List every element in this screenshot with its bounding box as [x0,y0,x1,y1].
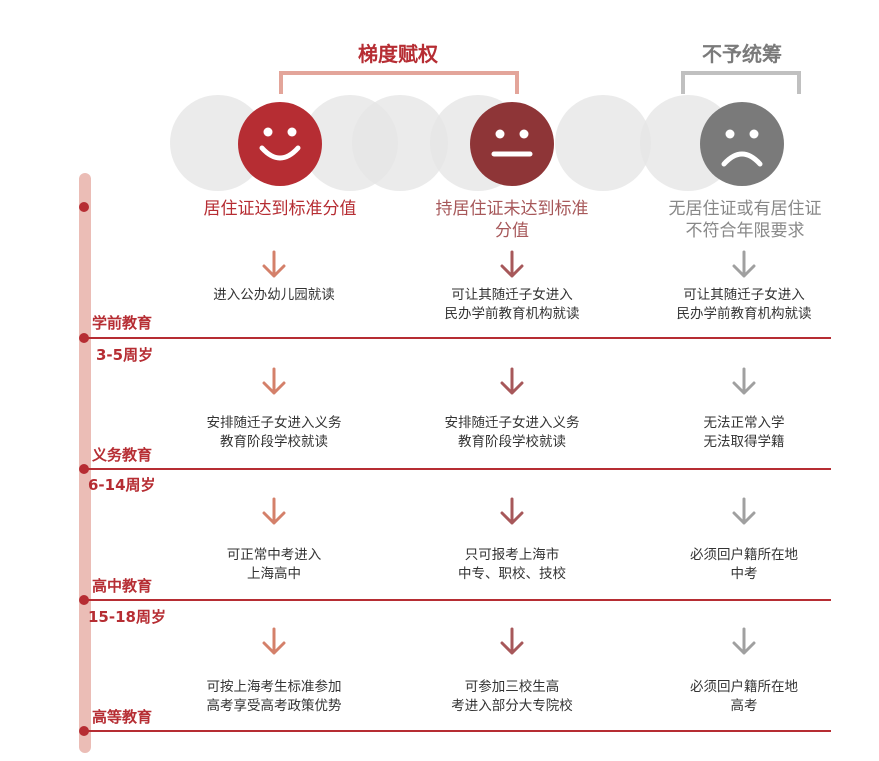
down-arrow-icon [727,365,761,399]
stage-name: 学前教育 [92,314,153,332]
down-arrow-icon [257,495,291,529]
group-bracket-excluded [681,71,801,94]
timeline-dot [79,202,89,212]
outcome-text: 进入公办幼儿园就读 [213,287,335,303]
condition-col-1: 居住证达到标准分值 [203,199,357,219]
condition-col-3: 无居住证或有居住证不符合年限要求 [668,199,822,241]
down-arrow-icon [727,495,761,529]
outcome-text: 可正常中考进入上海高中 [226,547,322,582]
stage-age: 3-5周岁 [96,346,154,364]
stage-divider [86,599,831,601]
outcome-text: 可按上海考生标准参加高考享受高考政策优势 [206,679,342,714]
outcome-text: 必须回户籍所在地中考 [690,547,798,582]
stage-age: 15-18周岁 [88,608,166,626]
down-arrow-icon [495,365,529,399]
sad-face-icon [700,102,784,186]
down-arrow-icon [257,248,291,282]
smile-face-icon [238,102,322,186]
stage-divider [86,337,831,339]
group-label-tiered: 梯度赋权 [358,42,438,66]
stage-name: 高中教育 [92,577,153,595]
down-arrow-icon [727,625,761,659]
timeline-dot [79,333,89,343]
group-bracket-tiered [279,71,519,94]
timeline-dot [79,595,89,605]
down-arrow-icon [257,625,291,659]
outcome-text: 可让其随迁子女进入民办学前教育机构就读 [444,287,580,322]
condition-col-2-text: 持居住证未达到标准分值 [435,199,589,241]
down-arrow-icon [257,365,291,399]
outcome-text: 无法正常入学无法取得学籍 [703,415,785,450]
stage-name: 义务教育 [92,446,153,464]
outcome-text: 必须回户籍所在地高考 [690,679,798,714]
down-arrow-icon [495,495,529,529]
group-label-excluded: 不予统筹 [702,42,782,66]
neutral-face-icon [470,102,554,186]
condition-col-2: 持居住证未达到标准分值 [412,198,612,242]
stage-age: 6-14周岁 [88,476,156,494]
outcome-text: 可让其随迁子女进入民办学前教育机构就读 [676,287,812,322]
down-arrow-icon [495,248,529,282]
timeline-dot [79,726,89,736]
down-arrow-icon [495,625,529,659]
decor-circle [555,95,651,191]
timeline-bar [79,173,91,753]
timeline-dot [79,464,89,474]
outcome-text: 安排随迁子女进入义务教育阶段学校就读 [444,415,580,450]
stage-name: 高等教育 [92,708,153,726]
down-arrow-icon [727,248,761,282]
outcome-text: 安排随迁子女进入义务教育阶段学校就读 [206,415,342,450]
outcome-text: 可参加三校生高考进入部分大专院校 [451,679,573,714]
outcome-text: 只可报考上海市中专、职校、技校 [458,547,566,582]
stage-divider [86,730,831,732]
stage-divider [86,468,831,470]
